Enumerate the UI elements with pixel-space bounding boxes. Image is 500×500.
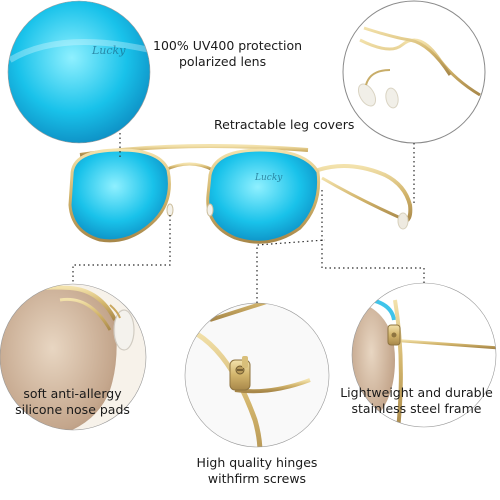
feature-caption-frame: Lightweight and durable stainless steel … <box>339 385 494 417</box>
feature-caption-nosepads: soft anti-allergy silicone nose pads <box>10 386 135 418</box>
lens-logo: Lucky <box>91 44 126 57</box>
feature-caption-nosepads-line2: silicone nose pads <box>15 402 130 417</box>
feature-caption-lens-line2: polarized lens <box>179 54 267 69</box>
feature-caption-hinges: High quality hinges withfirm screws <box>192 455 322 487</box>
feature-caption-nosepads-line1: soft anti-allergy <box>23 386 122 401</box>
lens-logo-small: Lucky <box>254 173 283 183</box>
callout-lines <box>72 133 425 303</box>
feature-caption-lens: 100% UV400 protection polarized lens <box>153 38 302 70</box>
lens-closeup: Lucky <box>7 0 151 144</box>
hinges-closeup <box>184 302 330 448</box>
feature-caption-frame-line1: Lightweight and durable <box>340 385 493 400</box>
feature-caption-lens-line1: 100% UV400 protection <box>153 38 303 53</box>
feature-caption-legs: Retractable leg covers <box>214 117 354 133</box>
leg-covers-closeup <box>342 0 486 144</box>
feature-caption-hinges-line2: withfirm screws <box>207 471 307 486</box>
nosepads-closeup <box>0 283 147 431</box>
sunglasses-main: Lucky <box>68 144 413 244</box>
feature-caption-legs-line1: Retractable leg covers <box>214 117 355 132</box>
callout-line-hinges <box>256 239 326 303</box>
feature-caption-frame-line2: stainless steel frame <box>351 401 482 416</box>
feature-caption-hinges-line1: High quality hinges <box>196 455 318 470</box>
